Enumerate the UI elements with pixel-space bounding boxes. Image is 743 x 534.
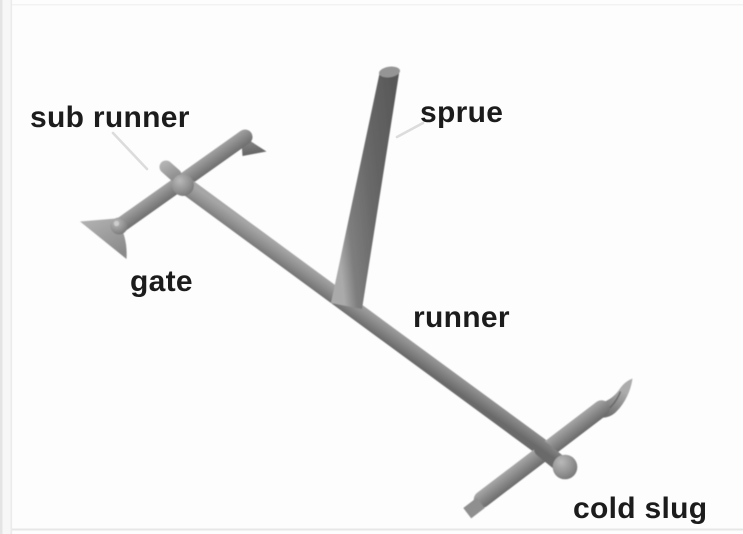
left-gutter [2,0,11,534]
top-border-line [12,4,743,6]
sprue-cone [331,70,400,309]
diagram-labels: sub runner sprue gate runner cold slug [30,96,707,525]
cold-slug-well [552,454,578,480]
label-gate: gate [130,265,193,298]
runner-tube [177,177,549,455]
bottom-border-line [12,528,743,531]
junction-knob [159,160,182,182]
sprue-top-cap [378,66,401,78]
leader-line-sub-runner [111,131,149,171]
cold-slug-stub [463,497,485,519]
label-cold-slug: cold slug [573,492,707,525]
label-leader-lines [111,121,425,171]
leader-line-sprue [395,121,425,139]
runner-system-geometry [80,66,633,519]
gate-ball-highlight [113,220,120,227]
label-runner: runner [413,301,510,334]
label-sprue: sprue [420,96,503,129]
left-edge-strip [0,0,3,534]
runner-junction-bulge [172,174,194,196]
label-sub-runner: sub runner [30,101,190,134]
left-border-line [10,0,13,534]
gate-ball [110,217,128,235]
